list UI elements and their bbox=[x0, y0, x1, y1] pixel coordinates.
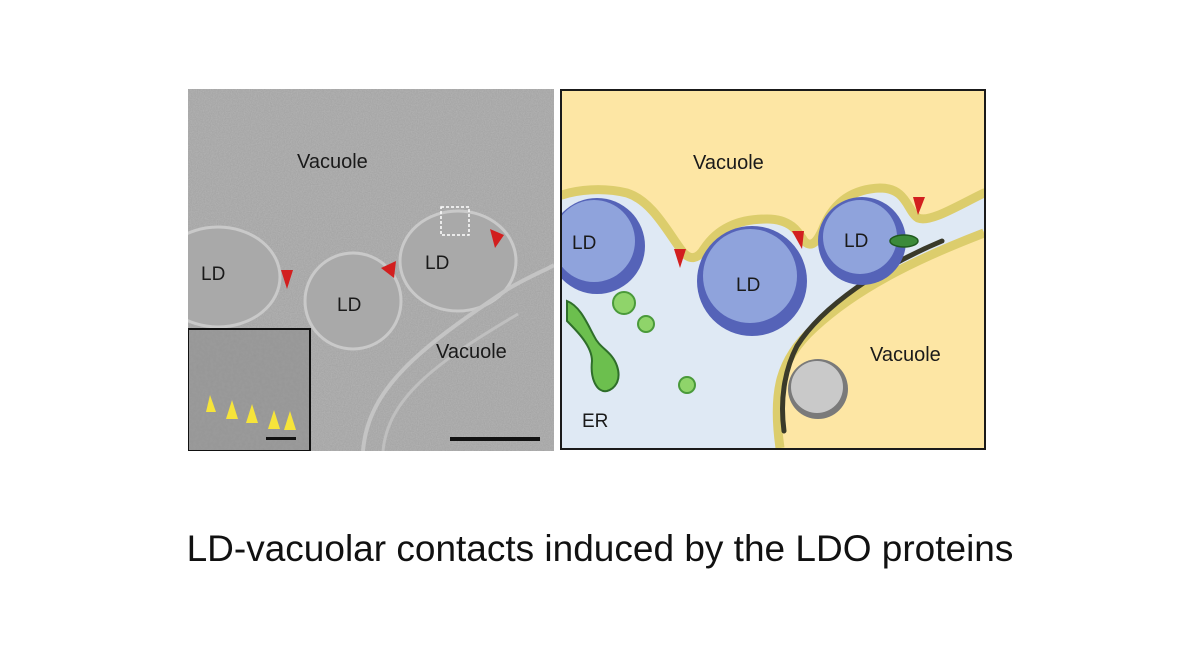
label-vacuole-right: Vacuole bbox=[870, 344, 941, 366]
label-er: ER bbox=[582, 411, 609, 432]
vacuolar-membrane-top bbox=[562, 183, 984, 262]
red-arrowhead-3 bbox=[913, 197, 925, 215]
label-vacuole-top: Vacuole bbox=[693, 152, 764, 174]
scale-bar bbox=[450, 437, 540, 441]
label-ld-3: LD bbox=[425, 253, 450, 274]
segmentation-drawing bbox=[562, 91, 984, 448]
red-arrowhead-2 bbox=[381, 261, 396, 278]
label-ld-2: LD bbox=[337, 295, 362, 316]
yellow-arrowhead-3 bbox=[246, 404, 258, 423]
red-arrowhead-2 bbox=[792, 231, 804, 249]
label-ld-3: LD bbox=[844, 231, 869, 252]
yellow-arrowhead-4 bbox=[268, 410, 280, 429]
red-arrowhead-3 bbox=[490, 229, 504, 248]
inset-scale-bar bbox=[266, 437, 296, 440]
ld-disc-3 bbox=[398, 209, 518, 313]
tomogram-drawing bbox=[188, 89, 554, 451]
tomogram-image: Vacuole Vacuole LD LD LD bbox=[188, 89, 554, 451]
label-ld-1: LD bbox=[201, 264, 226, 285]
label-vacuole-bottom: Vacuole bbox=[436, 341, 507, 363]
zoom-inset bbox=[188, 328, 311, 451]
yellow-arrowhead-2 bbox=[226, 400, 238, 419]
label-ld-2: LD bbox=[736, 275, 761, 296]
vacuolar-membrane-right bbox=[772, 228, 984, 448]
red-arrowhead-1 bbox=[674, 249, 686, 268]
er-structures bbox=[566, 234, 919, 394]
segmentation-image: Vacuole Vacuole LD LD LD ER bbox=[560, 89, 986, 450]
figure-caption: LD-vacuolar contacts induced by the LDO … bbox=[186, 528, 1014, 569]
zoom-region-box bbox=[440, 206, 470, 236]
label-ld-1: LD bbox=[572, 233, 597, 254]
vacuole-top-region bbox=[562, 91, 984, 261]
yellow-arrowhead-5 bbox=[284, 411, 296, 430]
ld-disc-2 bbox=[303, 251, 403, 351]
ld-disc-1 bbox=[188, 225, 282, 329]
yellow-arrowhead-1 bbox=[206, 395, 216, 412]
red-arrowhead-1 bbox=[281, 270, 293, 289]
label-vacuole-top: Vacuole bbox=[297, 151, 368, 173]
